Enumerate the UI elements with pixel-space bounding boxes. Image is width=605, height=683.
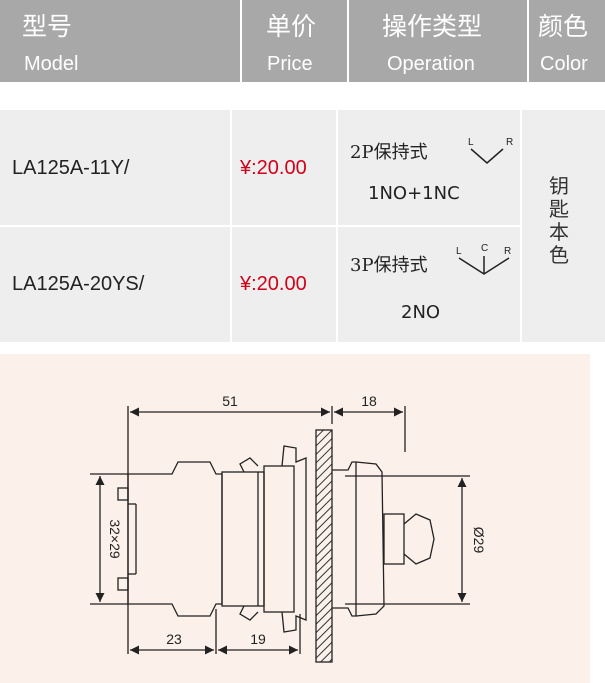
- dimension-drawing-panel: 51 18 32×29 Ø29 23 19: [0, 354, 590, 683]
- dimension-label: 32×29: [107, 519, 123, 559]
- symbol-label: C: [481, 243, 488, 254]
- dimension-label: 18: [361, 393, 377, 409]
- operation-type: 3P保持式: [350, 255, 428, 276]
- symbol-label: R: [504, 246, 511, 257]
- dimension-label: 23: [166, 631, 182, 647]
- color-value: 钥匙本色: [549, 174, 569, 267]
- header-model-cn: 型号: [22, 12, 73, 41]
- row-divider: [0, 225, 520, 227]
- dimension-label: Ø29: [471, 527, 487, 554]
- contact-config: 2NO: [401, 302, 441, 323]
- contact-config: 1NO+1NC: [368, 183, 460, 204]
- header-color: 颜色 Color: [529, 0, 605, 82]
- symbol-label: R: [506, 137, 513, 148]
- header-price-en: Price: [267, 53, 313, 75]
- symbol-label: L: [456, 246, 462, 257]
- header-divider: [527, 0, 529, 82]
- table-header: 型号 Model 单价 Price 操作类型 Operation 颜色 Colo…: [0, 0, 605, 82]
- price-cell: ¥:20.00: [240, 157, 307, 179]
- header-model: 型号 Model: [0, 0, 240, 82]
- dimension-drawing: 51 18 32×29 Ø29 23 19: [90, 393, 487, 663]
- header-operation-en: Operation: [387, 53, 475, 75]
- operation-type: 2P保持式: [350, 142, 428, 163]
- product-table: LA125A-11Y/ ¥:20.00 2P保持式 L R 1NO+1NC LA…: [0, 110, 605, 342]
- header-operation: 操作类型 Operation: [349, 0, 527, 82]
- header-divider: [240, 0, 242, 82]
- header-color-cn: 颜色: [538, 12, 589, 41]
- model-cell: LA125A-20YS/: [12, 273, 145, 295]
- switch-3-position-symbol: L C R: [456, 243, 511, 275]
- model-cell: LA125A-11Y/: [12, 157, 130, 179]
- header-color-en: Color: [540, 53, 588, 75]
- header-price: 单价 Price: [242, 0, 347, 82]
- column-divider: [520, 110, 522, 342]
- header-price-cn: 单价: [266, 12, 317, 41]
- header-operation-cn: 操作类型: [382, 12, 483, 41]
- price-cell: ¥:20.00: [240, 273, 307, 295]
- header-model-en: Model: [24, 53, 79, 75]
- symbol-label: L: [468, 137, 474, 148]
- dimension-label: 51: [222, 393, 238, 409]
- header-divider: [347, 0, 349, 82]
- switch-2-position-symbol: L R: [468, 137, 513, 164]
- dimension-label: 19: [250, 631, 266, 647]
